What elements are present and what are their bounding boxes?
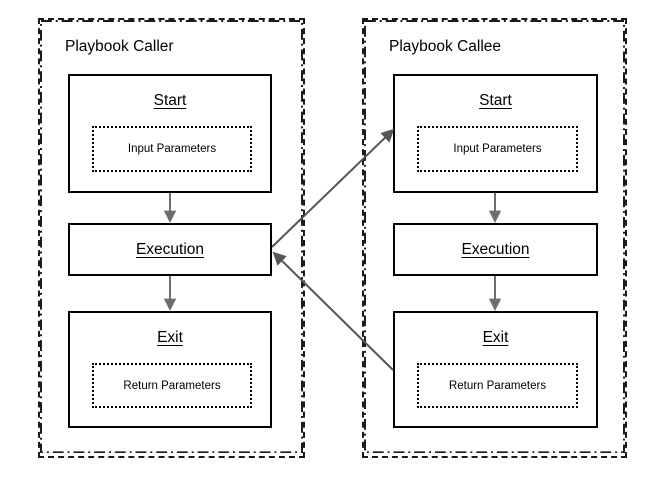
- subbox-caller-return-parameters[interactable]: Return Parameters: [92, 363, 252, 408]
- subbox-callee-input-parameters-label: Input Parameters: [453, 143, 542, 155]
- node-caller-execution-title: Execution: [135, 240, 205, 258]
- node-callee-exit[interactable]: Exit Return Parameters: [393, 311, 598, 428]
- panel-title-caller: Playbook Caller: [65, 38, 174, 55]
- node-caller-execution[interactable]: Execution: [68, 223, 272, 276]
- subbox-callee-return-parameters[interactable]: Return Parameters: [417, 363, 578, 408]
- node-callee-exit-title: Exit: [482, 329, 509, 346]
- subbox-caller-return-parameters-label: Return Parameters: [123, 379, 221, 392]
- node-caller-exit[interactable]: Exit Return Parameters: [68, 311, 272, 428]
- subbox-caller-input-parameters-label: Input Parameters: [127, 143, 217, 155]
- subbox-callee-return-parameters-label: Return Parameters: [448, 379, 547, 392]
- node-caller-start-title: Start: [153, 92, 187, 109]
- subbox-caller-input-parameters[interactable]: Input Parameters: [92, 126, 252, 172]
- node-callee-start[interactable]: Start Input Parameters: [393, 74, 598, 193]
- node-caller-exit-title: Exit: [157, 329, 183, 346]
- node-callee-execution-title: Execution: [461, 240, 530, 258]
- node-callee-execution[interactable]: Execution: [393, 223, 598, 276]
- panel-title-callee: Playbook Callee: [389, 38, 502, 55]
- node-callee-start-title: Start: [479, 92, 512, 109]
- subbox-callee-input-parameters[interactable]: Input Parameters: [417, 126, 578, 172]
- node-caller-start[interactable]: Start Input Parameters: [68, 74, 272, 193]
